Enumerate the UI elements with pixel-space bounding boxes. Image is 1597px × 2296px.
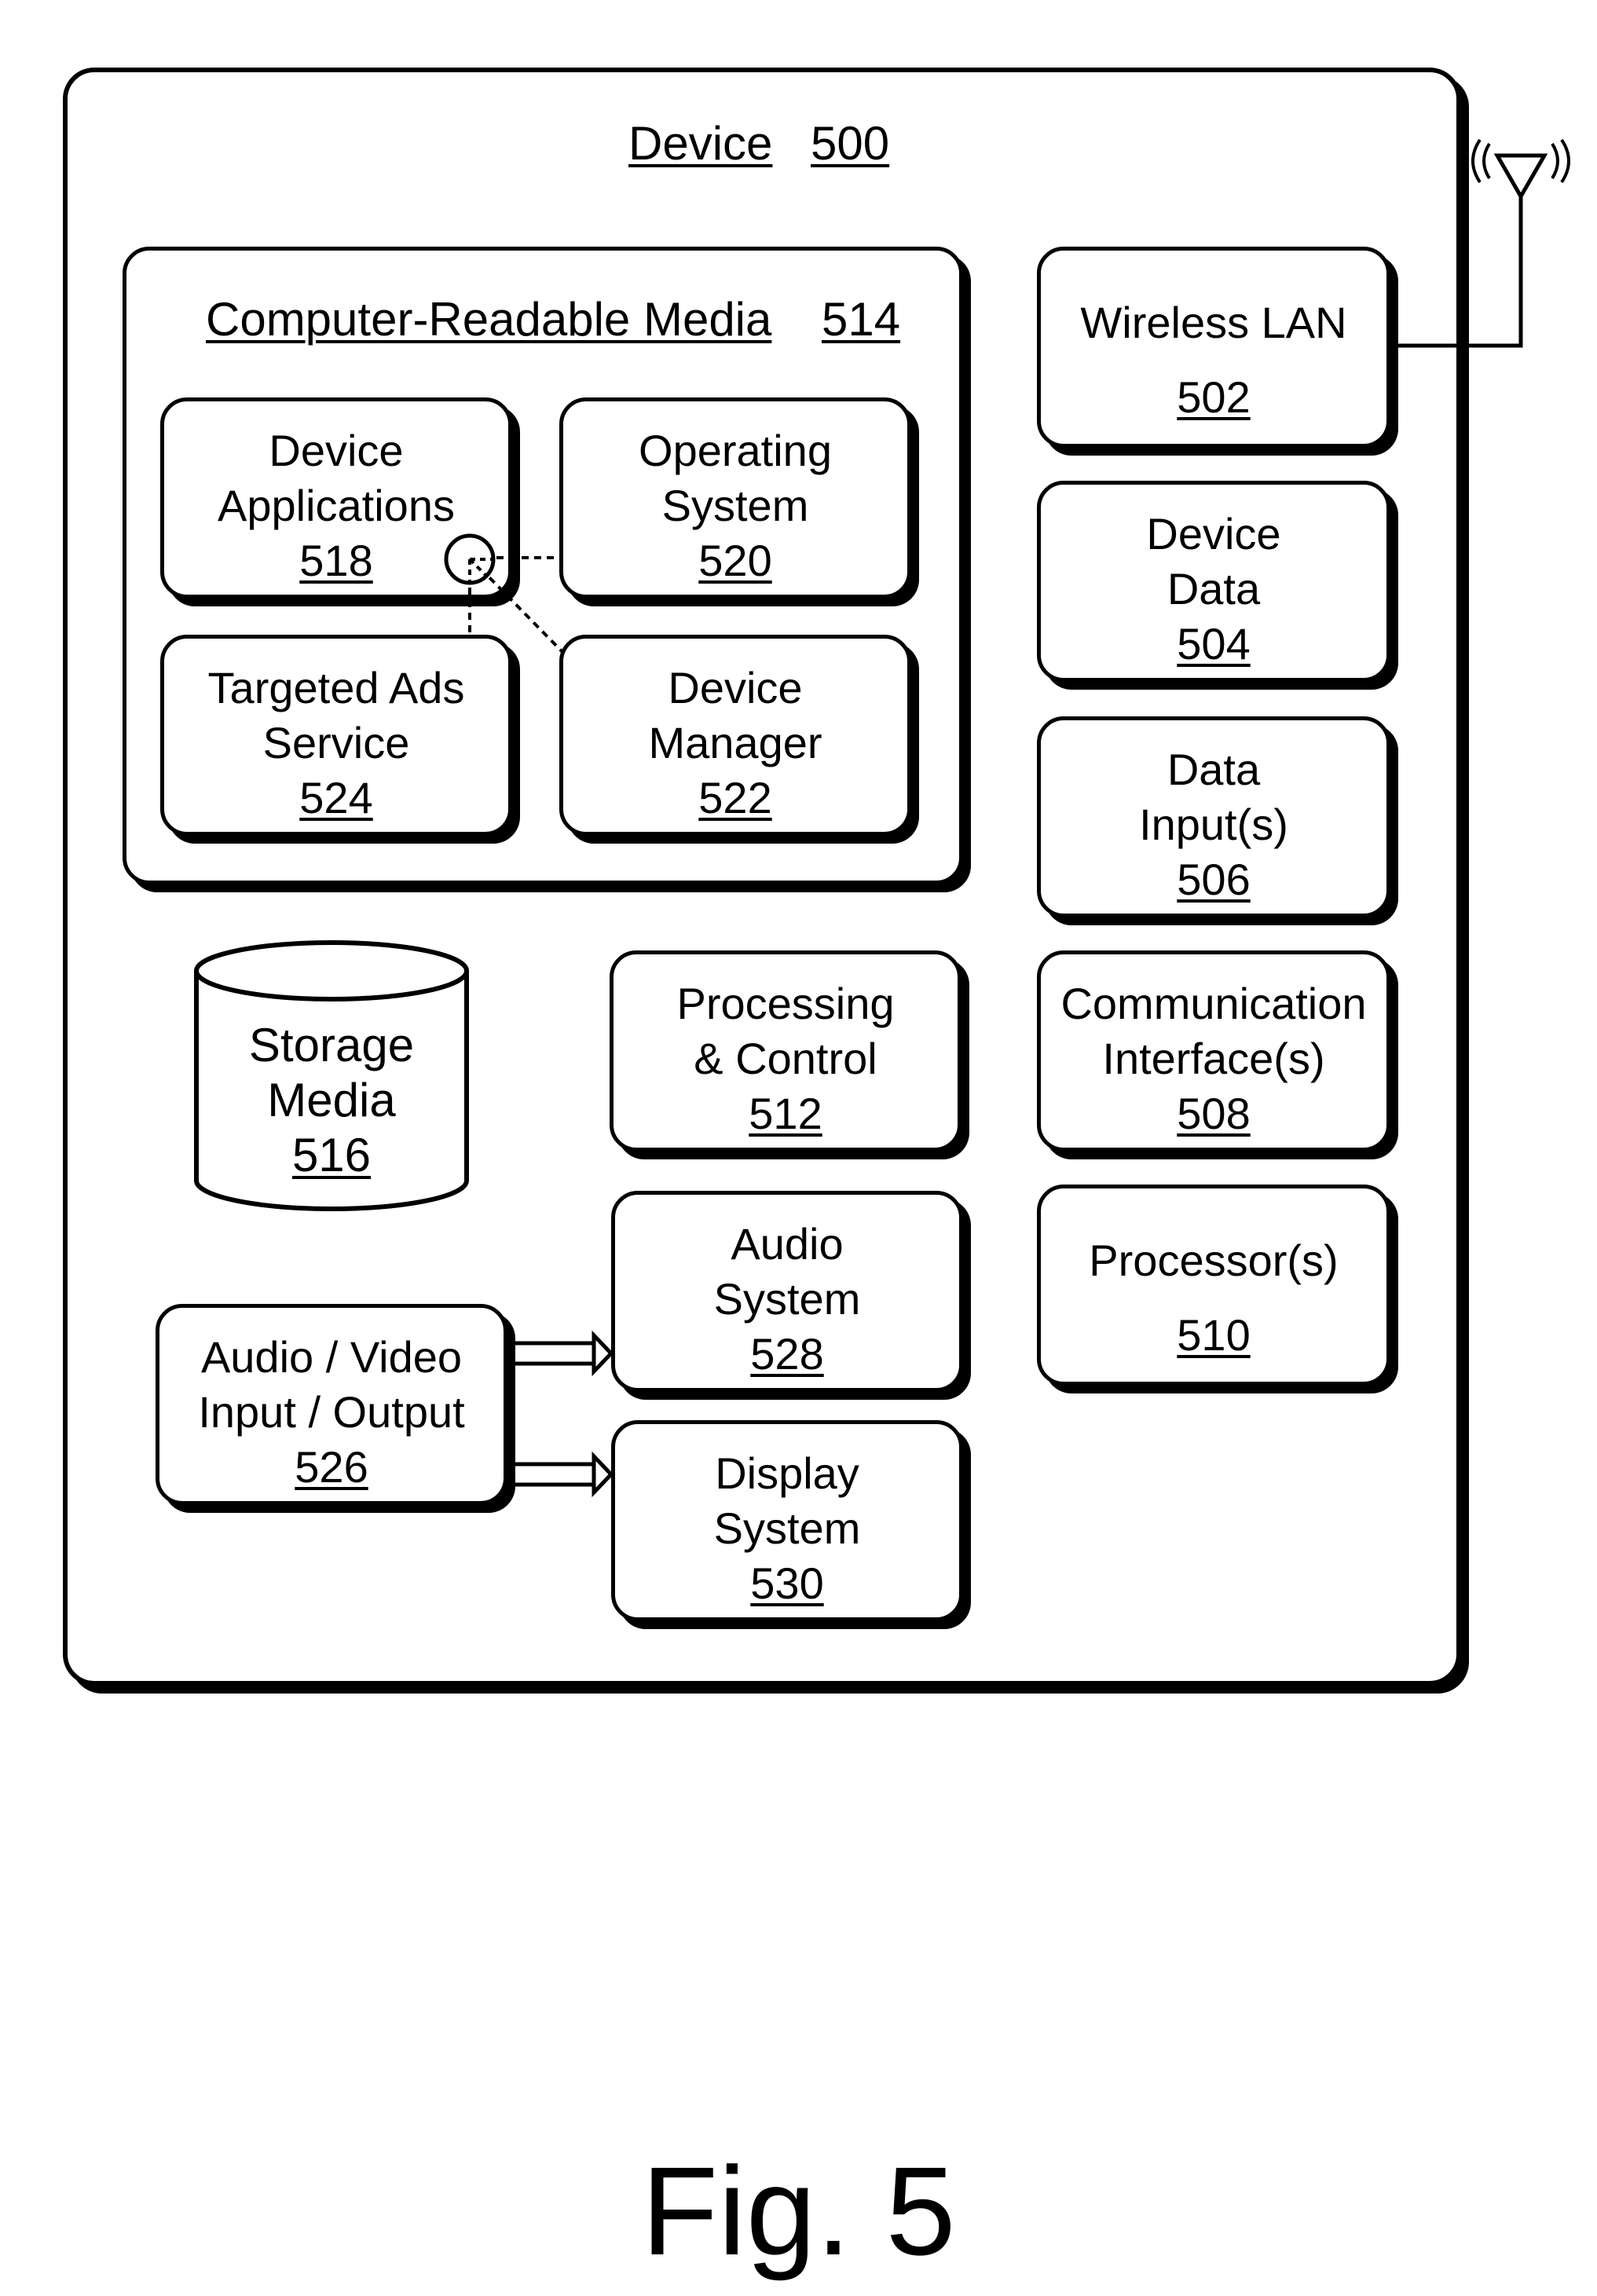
communication-interfaces-box: Communication Interface(s) 508 — [1037, 950, 1390, 1152]
crm-title: Computer-Readable Media — [206, 292, 771, 347]
processing-number: 512 — [614, 1086, 958, 1141]
storage-media-line1: Storage — [196, 1018, 467, 1073]
processing-control-box: Processing & Control 512 — [610, 950, 961, 1152]
device-data-number: 504 — [1041, 617, 1386, 672]
communication-line1: Communication — [1041, 976, 1386, 1031]
display-system-number: 530 — [615, 1556, 959, 1611]
device-manager-line2: Manager — [563, 716, 907, 771]
av-io-line1: Audio / Video — [159, 1330, 504, 1385]
device-number: 500 — [811, 116, 889, 171]
processing-line2: & Control — [614, 1031, 958, 1086]
antenna-icon — [1394, 140, 1569, 346]
av-io-line2: Input / Output — [159, 1385, 504, 1440]
audio-system-line1: Audio — [615, 1217, 959, 1272]
av-io-number: 526 — [159, 1440, 504, 1495]
storage-media-line2: Media — [196, 1073, 467, 1128]
data-inputs-line1: Data — [1041, 742, 1386, 797]
targeted-ads-number: 524 — [164, 771, 508, 826]
device-applications-line1: Device — [164, 423, 508, 478]
display-system-line2: System — [615, 1501, 959, 1556]
device-applications-box: Device Applications 518 — [160, 397, 512, 599]
arrow-to-audio — [512, 1335, 611, 1371]
audio-system-number: 528 — [615, 1327, 959, 1382]
operating-system-box: Operating System 520 — [559, 397, 911, 599]
targeted-ads-service-box: Targeted Ads Service 524 — [160, 635, 512, 836]
device-manager-number: 522 — [563, 771, 907, 826]
device-data-line2: Data — [1041, 562, 1386, 617]
audio-system-box: Audio System 528 — [611, 1191, 963, 1392]
arrow-to-display — [512, 1456, 611, 1492]
targeted-ads-line1: Targeted Ads — [164, 661, 508, 716]
device-manager-box: Device Manager 522 — [559, 635, 911, 836]
audio-video-io-box: Audio / Video Input / Output 526 — [156, 1304, 507, 1505]
device-applications-number: 518 — [164, 533, 508, 588]
communication-number: 508 — [1041, 1086, 1386, 1141]
operating-system-number: 520 — [563, 533, 907, 588]
processors-line1: Processor(s) — [1041, 1233, 1386, 1288]
processors-box: Processor(s) 510 — [1037, 1185, 1390, 1386]
wireless-lan-box: Wireless LAN 502 — [1037, 247, 1390, 448]
communication-line2: Interface(s) — [1041, 1031, 1386, 1086]
data-inputs-line2: Input(s) — [1041, 797, 1386, 852]
device-manager-line1: Device — [563, 661, 907, 716]
processors-number: 510 — [1041, 1308, 1386, 1363]
device-data-line1: Device — [1041, 507, 1386, 562]
display-system-box: Display System 530 — [611, 1420, 963, 1621]
operating-system-line2: System — [563, 478, 907, 533]
data-inputs-number: 506 — [1041, 852, 1386, 907]
device-applications-line2: Applications — [164, 478, 508, 533]
processing-line1: Processing — [614, 976, 958, 1031]
display-system-line1: Display — [615, 1446, 959, 1501]
device-title: Device — [628, 116, 772, 171]
storage-media-number: 516 — [196, 1128, 467, 1183]
targeted-ads-line2: Service — [164, 716, 508, 771]
wireless-lan-number: 502 — [1041, 370, 1386, 425]
figure-caption: Fig. 5 — [0, 2137, 1597, 2286]
wireless-lan-line1: Wireless LAN — [1041, 295, 1386, 350]
audio-system-line2: System — [615, 1272, 959, 1327]
device-data-box: Device Data 504 — [1037, 481, 1390, 682]
operating-system-line1: Operating — [563, 423, 907, 478]
data-inputs-box: Data Input(s) 506 — [1037, 716, 1390, 917]
crm-number: 514 — [822, 292, 900, 347]
